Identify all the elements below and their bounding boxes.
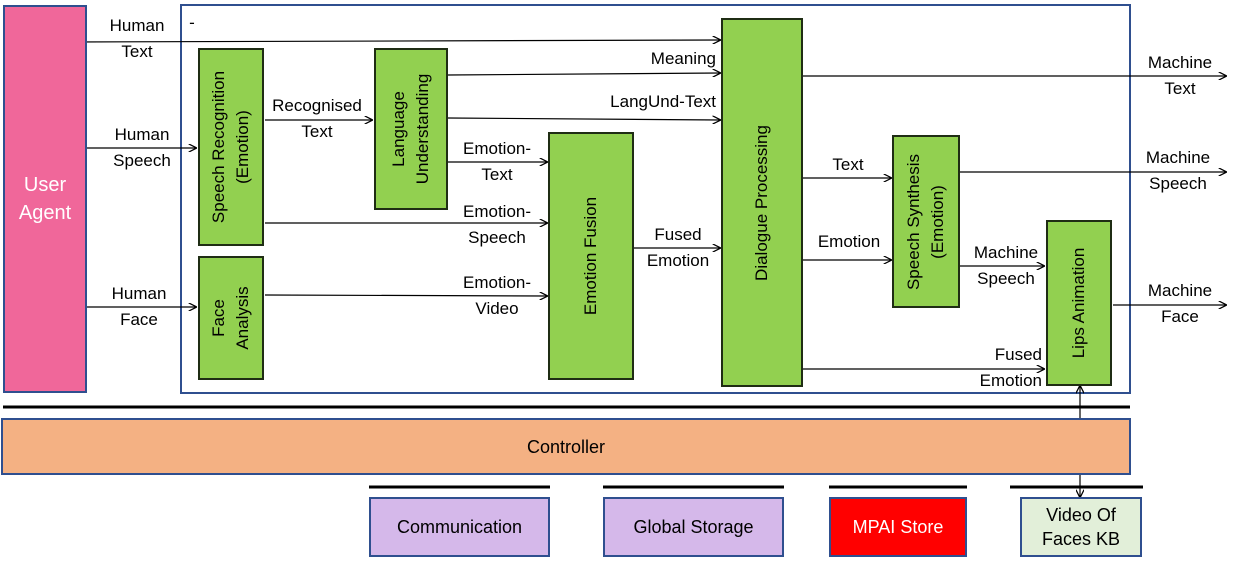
- global-storage-label: Global Storage: [633, 517, 754, 537]
- emotion-text-line1: Emotion-: [462, 139, 532, 158]
- emotion-text-label: Emotion- Text: [452, 136, 542, 188]
- user-agent-label-line2: Agent: [18, 202, 72, 224]
- emotion-video-line1: Emotion-: [462, 273, 532, 292]
- machine-speech-out-line1: Machine: [1145, 148, 1211, 167]
- speech-recognition-label-line1: Speech Recognition: [209, 70, 228, 224]
- meaning-label: Meaning: [650, 49, 716, 68]
- emotion-speech-line2: Speech: [468, 228, 526, 247]
- controller-label: Controller: [526, 436, 606, 457]
- machine-speech-out-label: Machine Speech: [1134, 145, 1222, 197]
- machine-speech-out-line2: Speech: [1149, 174, 1207, 193]
- aiw-frame: [180, 4, 1131, 394]
- controller-block: Controller: [1, 418, 1131, 475]
- face-analysis-label-line1: Face: [209, 299, 228, 337]
- emotion-video-label: Emotion- Video: [452, 270, 542, 322]
- human-text-mark: -: [189, 13, 195, 32]
- dialogue-processing-module: Dialogue Processing: [721, 18, 803, 387]
- human-text-label: Human Text: [102, 13, 172, 65]
- dialogue-processing-label: Dialogue Processing: [752, 124, 771, 281]
- machine-face-label: Machine Face: [1136, 278, 1224, 330]
- face-analysis-module: Face Analysis: [198, 256, 264, 380]
- machine-text-label: Machine Text: [1136, 50, 1224, 102]
- fused-emotion-1-label: Fused Emotion: [636, 222, 720, 274]
- arrow-langund-text: [447, 118, 720, 120]
- emotion-text-line2: Text: [481, 165, 513, 184]
- mpai-store-block: MPAI Store: [829, 497, 967, 557]
- video-kb-label-line2: Faces KB: [1041, 529, 1121, 549]
- machine-face-line1: Machine: [1147, 281, 1213, 300]
- emotion-speech-line1: Emotion-: [462, 202, 532, 221]
- fused-emotion-2-line2: Emotion: [979, 371, 1042, 390]
- speech-synthesis-label-line1: Speech Synthesis: [904, 153, 923, 290]
- language-understanding-label-line1: Language: [389, 91, 408, 167]
- speech-synthesis-module: Speech Synthesis (Emotion): [892, 135, 960, 308]
- global-storage-block: Global Storage: [603, 497, 784, 557]
- user-agent-label-line1: User: [23, 174, 67, 196]
- arrow-human-text: [69, 40, 720, 42]
- emotion-video-line2: Video: [475, 299, 519, 318]
- langund-text-label: LangUnd-Text: [610, 92, 716, 111]
- video-kb-label-line1: Video Of: [1046, 505, 1116, 525]
- human-speech-line2: Speech: [113, 151, 171, 170]
- arrow-emotion-video: [264, 295, 547, 296]
- communication-block: Communication: [369, 497, 550, 557]
- human-speech-label: Human Speech: [106, 122, 178, 174]
- recognised-text-label: Recognised Text: [266, 93, 368, 145]
- machine-speech-mid-label: Machine Speech: [964, 240, 1048, 292]
- human-face-line2: Face: [120, 310, 158, 329]
- lips-animation-module: Lips Animation: [1046, 220, 1112, 386]
- emotion-speech-label: Emotion- Speech: [452, 199, 542, 251]
- machine-text-line2: Text: [1164, 79, 1196, 98]
- recognised-text-line1: Recognised: [272, 96, 362, 115]
- speech-recognition-module: Speech Recognition (Emotion): [198, 48, 264, 246]
- human-text-line1: Human: [109, 16, 165, 35]
- machine-face-line2: Face: [1161, 307, 1199, 326]
- machine-speech-mid-line2: Speech: [977, 269, 1035, 288]
- fused-emotion-1-line1: Fused: [654, 225, 702, 244]
- mpai-store-label: MPAI Store: [852, 517, 944, 537]
- lips-animation-label: Lips Animation: [1069, 247, 1088, 359]
- fused-emotion-2-label: Fused Emotion: [962, 342, 1042, 394]
- language-understanding-label-line2: Understanding: [413, 73, 432, 185]
- human-text-line2: Text: [121, 42, 153, 61]
- emotion-fusion-label: Emotion Fusion: [581, 196, 600, 316]
- arrow-meaning: [447, 73, 720, 75]
- human-speech-line1: Human: [114, 125, 170, 144]
- human-face-label: Human Face: [103, 281, 175, 333]
- human-face-line1: Human: [111, 284, 167, 303]
- face-analysis-label-line2: Analysis: [233, 286, 252, 350]
- video-kb-block: Video Of Faces KB: [1020, 497, 1142, 557]
- speech-synthesis-label-line2: (Emotion): [928, 184, 947, 259]
- fused-emotion-2-line1: Fused: [994, 345, 1042, 364]
- fused-emotion-1-line2: Emotion: [646, 251, 710, 270]
- machine-text-line1: Machine: [1147, 53, 1213, 72]
- text-dp-label: Text: [832, 155, 864, 174]
- recognised-text-line2: Text: [301, 122, 333, 141]
- machine-speech-mid-line1: Machine: [973, 243, 1039, 262]
- emotion-dp-label: Emotion: [817, 232, 881, 251]
- user-agent-block: User Agent: [3, 5, 87, 393]
- emotion-fusion-module: Emotion Fusion: [548, 132, 634, 380]
- language-understanding-module: Language Understanding: [374, 48, 448, 210]
- speech-recognition-label-line2: (Emotion): [233, 110, 252, 184]
- communication-label: Communication: [396, 517, 523, 537]
